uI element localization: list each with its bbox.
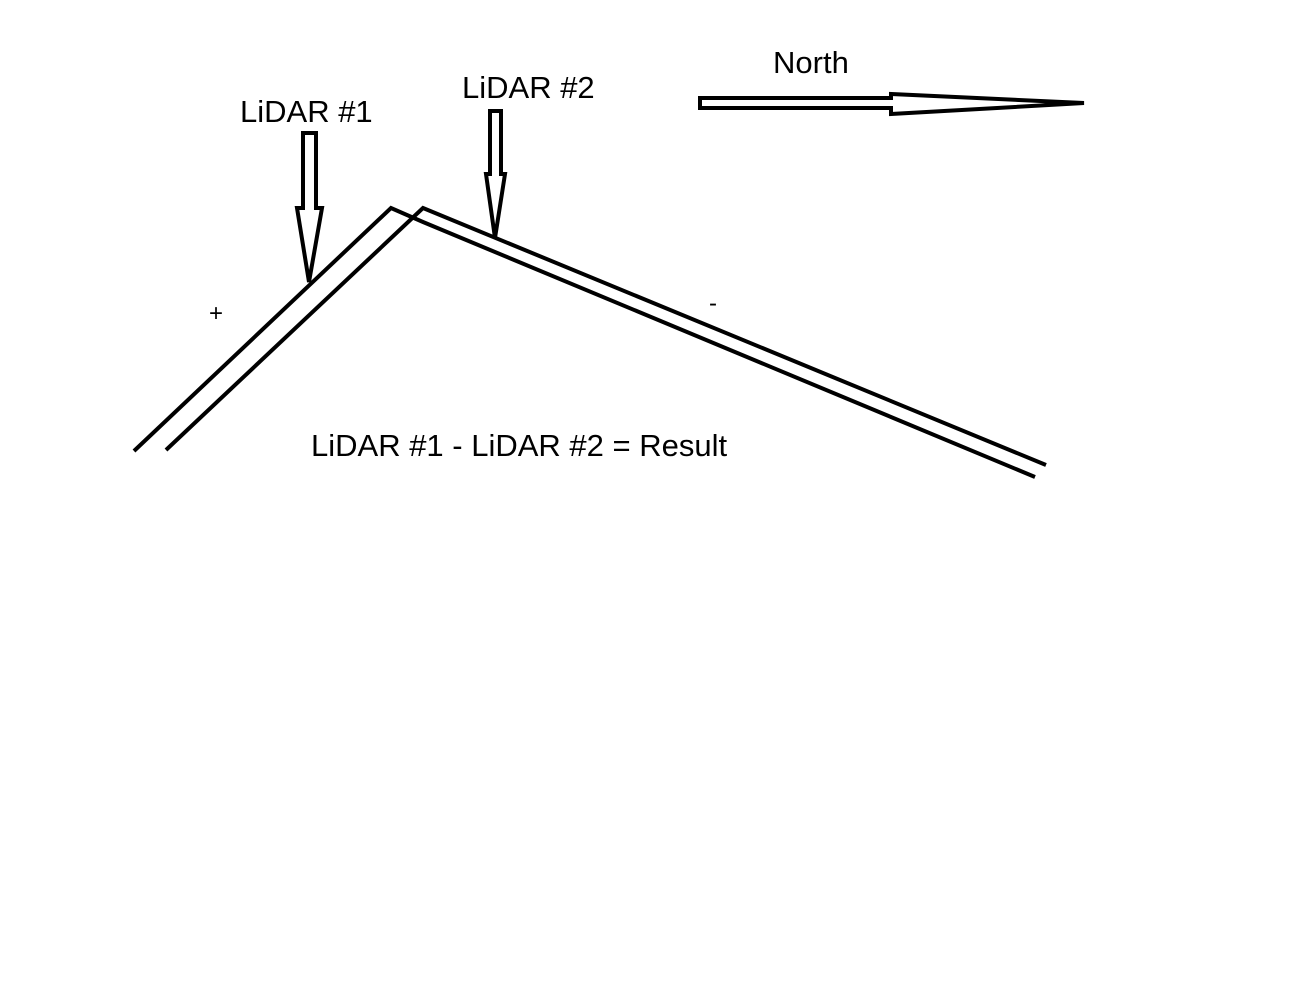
- lidar1-arrow-icon: [294, 131, 325, 283]
- roof-surface-line-2: [164, 205, 1047, 467]
- lidar1-label: LiDAR #1: [240, 94, 373, 129]
- plus-sign-label: +: [209, 300, 224, 327]
- lidar2-arrow-icon: [483, 109, 508, 239]
- roof-surface-line-1: [132, 205, 1036, 479]
- north-label: North: [773, 45, 849, 80]
- lidar2-label: LiDAR #2: [462, 70, 595, 105]
- equation-label: LiDAR #1 - LiDAR #2 = Result: [311, 428, 728, 463]
- north-arrow-icon: [698, 91, 1085, 117]
- minus-sign-label: -: [709, 290, 717, 317]
